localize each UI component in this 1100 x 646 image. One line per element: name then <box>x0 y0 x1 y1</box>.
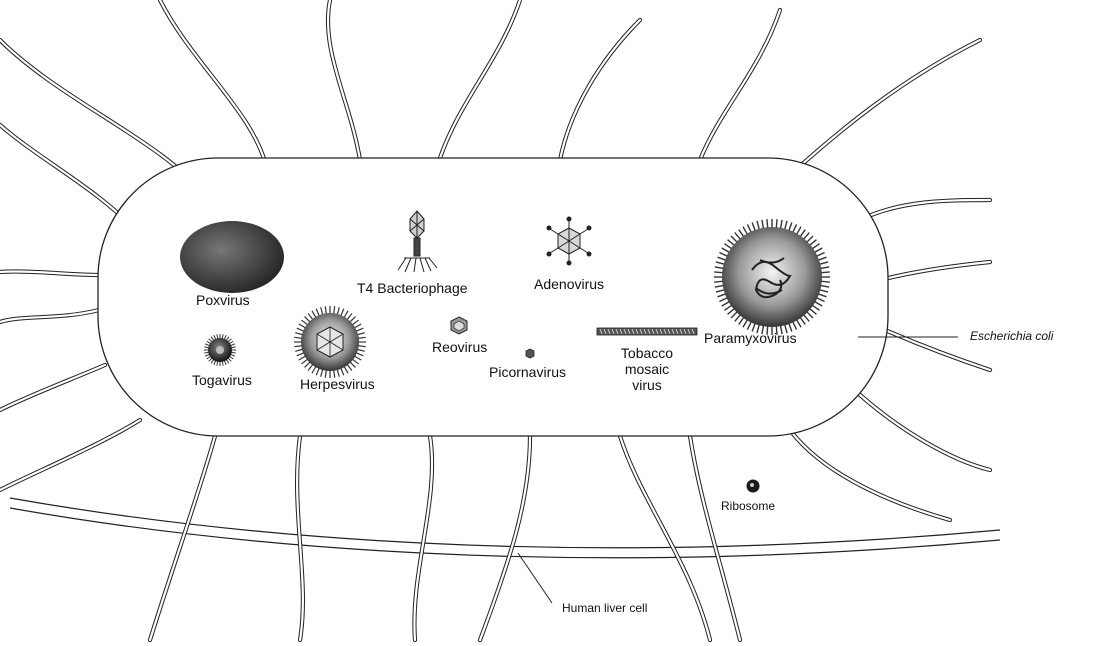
label-reovirus: Reovirus <box>432 339 487 355</box>
ribosome-icon <box>747 480 760 493</box>
flagellum-inner-16 <box>860 395 990 470</box>
paramyxovirus-icon <box>714 219 830 335</box>
label-poxvirus: Poxvirus <box>196 292 250 308</box>
label-escherichia-coli: Escherichia coli <box>970 329 1053 343</box>
label-togavirus: Togavirus <box>192 372 252 388</box>
label-picornavirus: Picornavirus <box>489 364 566 380</box>
label-herpesvirus: Herpesvirus <box>300 376 375 392</box>
flagellum-12 <box>790 40 980 175</box>
label-tobacco-line-3: virus <box>612 377 682 393</box>
flagellum-16 <box>860 395 990 470</box>
flagellum-inner-12 <box>790 40 980 175</box>
flagellum-1 <box>160 0 265 162</box>
liver-cell-pointer-line <box>518 553 552 603</box>
label-tobacco-line-1: Tobacco <box>612 345 682 361</box>
flagellum-inner-21 <box>480 436 530 640</box>
flagellum-inner-9 <box>440 0 520 158</box>
poxvirus-icon <box>180 221 284 293</box>
herpesvirus-icon <box>294 306 366 378</box>
label-human-liver-cell: Human liver cell <box>562 601 647 615</box>
flagellum-11 <box>700 10 780 160</box>
label-paramyxovirus: Paramyxovirus <box>704 330 797 346</box>
label-t4-bacteriophage: T4 Bacteriophage <box>357 280 468 296</box>
flagellum-inner-6 <box>0 365 105 410</box>
flagellum-inner-20 <box>414 436 432 640</box>
label-tobacco-line-2: mosaic <box>612 361 682 377</box>
tobacco-mosaic-virus-icon <box>597 328 697 335</box>
label-adenovirus: Adenovirus <box>534 276 604 292</box>
label-tobacco-mosaic-virus: Tobacco mosaic virus <box>612 345 682 393</box>
flagellum-inner-8 <box>328 0 360 160</box>
label-ribosome: Ribosome <box>721 499 775 513</box>
flagellum-21 <box>480 436 530 640</box>
flagellum-10 <box>560 20 640 160</box>
flagellum-inner-10 <box>560 20 640 160</box>
togavirus-icon <box>204 334 236 366</box>
liver-cell-membrane <box>10 498 1000 558</box>
picornavirus-icon <box>526 349 534 358</box>
flagellum-inner-18 <box>150 436 215 640</box>
reovirus-icon <box>451 317 467 334</box>
